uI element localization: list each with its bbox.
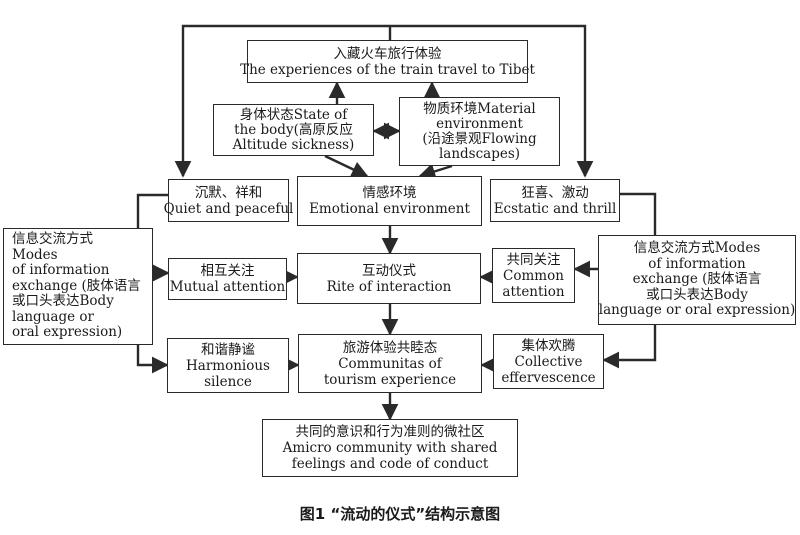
info-right-line-4: 或口头表达Body: [646, 286, 748, 303]
info-left-line-5: 或口头表达Body: [12, 293, 114, 310]
harmonious-en-2: silence: [204, 373, 252, 390]
common-en-2: attention: [502, 283, 565, 300]
arrow-info-left-to-harmonious: [136, 345, 169, 374]
collective-effervescence-box: 集体欢腾 Collective effervescence: [493, 334, 604, 389]
material-line-1: 物质环境Material: [423, 100, 536, 117]
body-state-line-1: 身体状态State of: [239, 106, 348, 123]
info-right-line-5: language or oral expression): [598, 302, 796, 319]
info-right-line-3: exchange (肢体语言: [632, 271, 762, 288]
communitas-box: 旅游体验共睦态 Communitas of tourism experience: [298, 334, 482, 393]
line-quiet-to-info-left: [136, 193, 168, 228]
body-state-box: 身体状态State of the body(高原反应 Altitude sick…: [213, 104, 374, 156]
ecstatic-en: Ecstatic and thrill: [493, 200, 617, 217]
info-right-line-2: of information: [648, 255, 746, 272]
mutual-zh: 相互关注: [200, 263, 255, 279]
quiet-peaceful-box: 沉默、祥和 Quiet and peaceful: [164, 179, 293, 222]
info-left-line-3: of information: [12, 262, 110, 279]
micro-en-2: feelings and code of conduct: [291, 456, 489, 472]
material-line-2: environment: [436, 115, 523, 132]
top-loop-to-ecstatic: [390, 24, 594, 178]
micro-en-1: Amicro community with shared: [282, 440, 498, 456]
arrow-material-to-emotional: [418, 163, 453, 180]
rite-of-interaction-box: 互动仪式 Rite of interaction: [297, 253, 481, 304]
mutual-attention-box: 相互关注 Mutual attention: [168, 258, 287, 300]
info-left-line-1: 信息交流方式: [12, 231, 93, 248]
collective-en-1: Collective: [514, 353, 583, 370]
arrow-info-right-to-collective: [602, 325, 657, 369]
quiet-en: Quiet and peaceful: [163, 200, 294, 217]
common-en-1: Common: [503, 267, 564, 284]
line-ecstatic-to-info-right: [620, 192, 657, 235]
body-state-line-3: Altitude sickness): [232, 136, 355, 153]
communitas-en-2: tourism experience: [323, 371, 457, 388]
top-loop-to-quiet: [174, 24, 390, 178]
train-experience-en: The experiences of the train travel to T…: [240, 61, 535, 78]
harmonious-silence-box: 和谐静谧 Harmonious silence: [167, 338, 289, 393]
material-environment-box: 物质环境Material environment (沿途景观Flowing la…: [399, 97, 560, 166]
arrow-body-to-emotional: [324, 154, 369, 178]
info-exchange-right-box: 信息交流方式Modes of information exchange (肢体语…: [598, 235, 796, 325]
harmonious-en-1: Harmonious: [186, 357, 270, 374]
collective-en-2: effervescence: [501, 369, 596, 386]
ecstatic-thrill-box: 狂喜、激动 Ecstatic and thrill: [490, 179, 620, 222]
emotional-en: Emotional environment: [309, 201, 470, 217]
info-exchange-left-box: 信息交流方式 Modes of information exchange (肢体…: [3, 228, 153, 345]
emotional-environment-box: 情感环境 Emotional environment: [297, 176, 482, 226]
body-state-line-2: the body(高原反应: [234, 121, 353, 138]
ecstatic-zh: 狂喜、激动: [521, 184, 589, 201]
micro-community-box: 共同的意识和行为准则的微社区 Amicro community with sha…: [262, 419, 518, 477]
info-left-line-2: Modes: [12, 246, 58, 263]
info-left-line-7: oral expression): [12, 324, 123, 341]
material-line-3: (沿途景观Flowing: [422, 130, 537, 147]
train-experience-box: 入藏火车旅行体验 The experiences of the train tr…: [240, 40, 535, 83]
train-experience-zh: 入藏火车旅行体验: [333, 45, 442, 62]
emotional-zh: 情感环境: [362, 185, 417, 201]
common-zh: 共同关注: [506, 251, 561, 268]
info-left-line-4: exchange (肢体语言: [12, 277, 141, 294]
mutual-en: Mutual attention: [169, 279, 286, 295]
micro-zh: 共同的意识和行为准则的微社区: [295, 424, 485, 440]
rite-zh: 互动仪式: [362, 262, 416, 279]
communitas-en-1: Communitas of: [338, 355, 442, 372]
material-line-4: landscapes): [438, 145, 521, 162]
quiet-zh: 沉默、祥和: [194, 184, 263, 201]
info-left-line-6: language or: [12, 308, 94, 325]
info-right-line-1: 信息交流方式Modes: [633, 240, 761, 257]
harmonious-zh: 和谐静谧: [201, 341, 255, 358]
figure-caption: 图1 “流动的仪式”结构示意图: [299, 505, 501, 523]
communitas-zh: 旅游体验共睦态: [342, 339, 438, 356]
collective-zh: 集体欢腾: [521, 337, 576, 354]
common-attention-box: 共同关注 Common attention: [492, 248, 575, 303]
rite-en: Rite of interaction: [326, 278, 452, 295]
